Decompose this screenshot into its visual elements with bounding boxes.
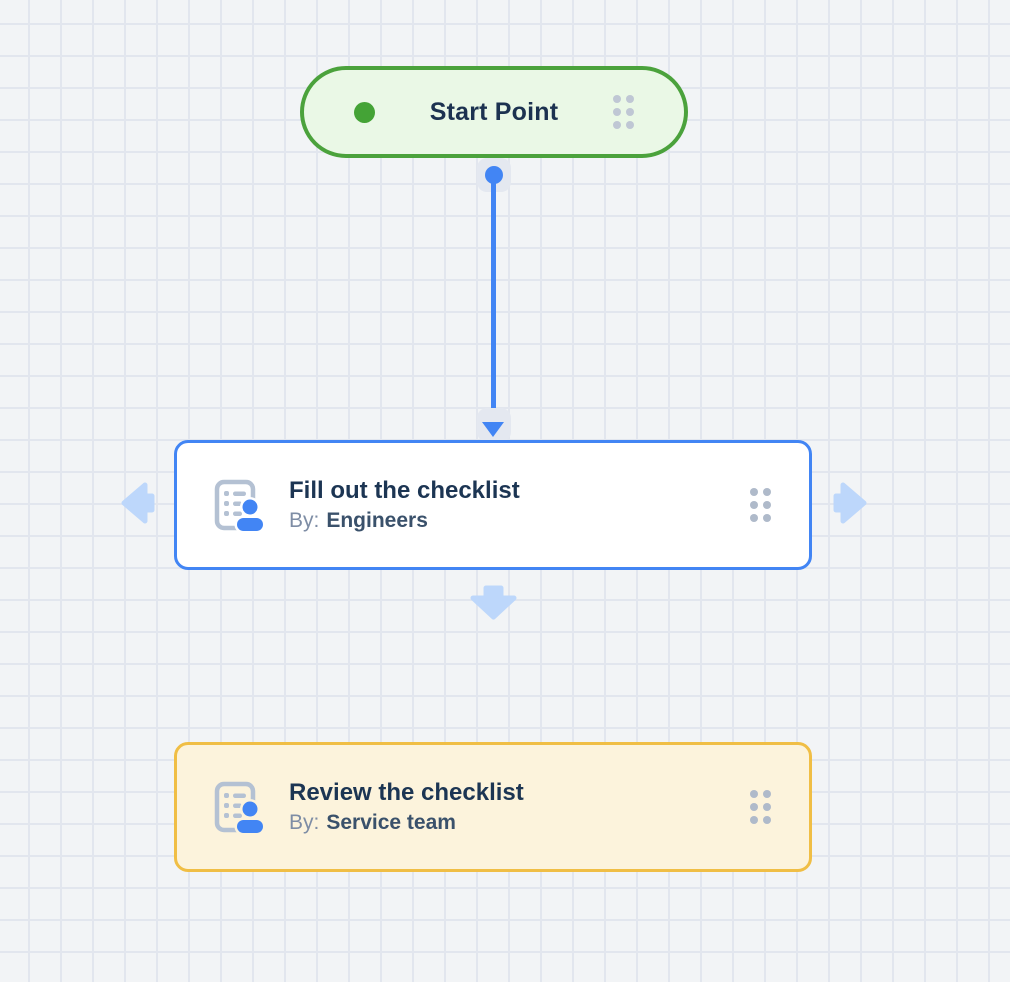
assignee-value: Service team bbox=[326, 811, 456, 835]
checklist-assignee-icon bbox=[214, 479, 263, 531]
drag-handle-icon[interactable] bbox=[750, 790, 771, 824]
node-start-point[interactable]: Start Point bbox=[300, 66, 688, 158]
drag-handle-icon[interactable] bbox=[613, 95, 634, 129]
by-label: By: bbox=[289, 509, 320, 533]
insert-step-left-arrow-icon[interactable] bbox=[121, 482, 155, 524]
insert-step-right-arrow-icon[interactable] bbox=[833, 482, 867, 524]
connector-source-dot-icon[interactable] bbox=[485, 166, 503, 184]
node-review-checklist[interactable]: Review the checklist By:Service team bbox=[174, 742, 812, 872]
start-node-title: Start Point bbox=[429, 97, 559, 126]
assignee-value: Engineers bbox=[326, 509, 428, 533]
insert-step-down-arrow-icon[interactable] bbox=[470, 585, 517, 620]
start-status-dot bbox=[354, 101, 375, 123]
drag-handle-icon[interactable] bbox=[750, 488, 771, 522]
checklist-assignee-icon bbox=[214, 781, 263, 833]
task-title: Fill out the checklist bbox=[289, 476, 520, 504]
connector-line bbox=[491, 174, 496, 425]
task-assignee-line: By:Service team bbox=[289, 811, 750, 834]
by-label: By: bbox=[289, 811, 320, 835]
task-assignee-line: By:Engineers bbox=[289, 509, 750, 532]
connector-arrowhead-icon bbox=[482, 422, 504, 437]
node-fill-out-checklist[interactable]: Fill out the checklist By:Engineers bbox=[174, 440, 812, 570]
task-title: Review the checklist bbox=[289, 778, 524, 806]
